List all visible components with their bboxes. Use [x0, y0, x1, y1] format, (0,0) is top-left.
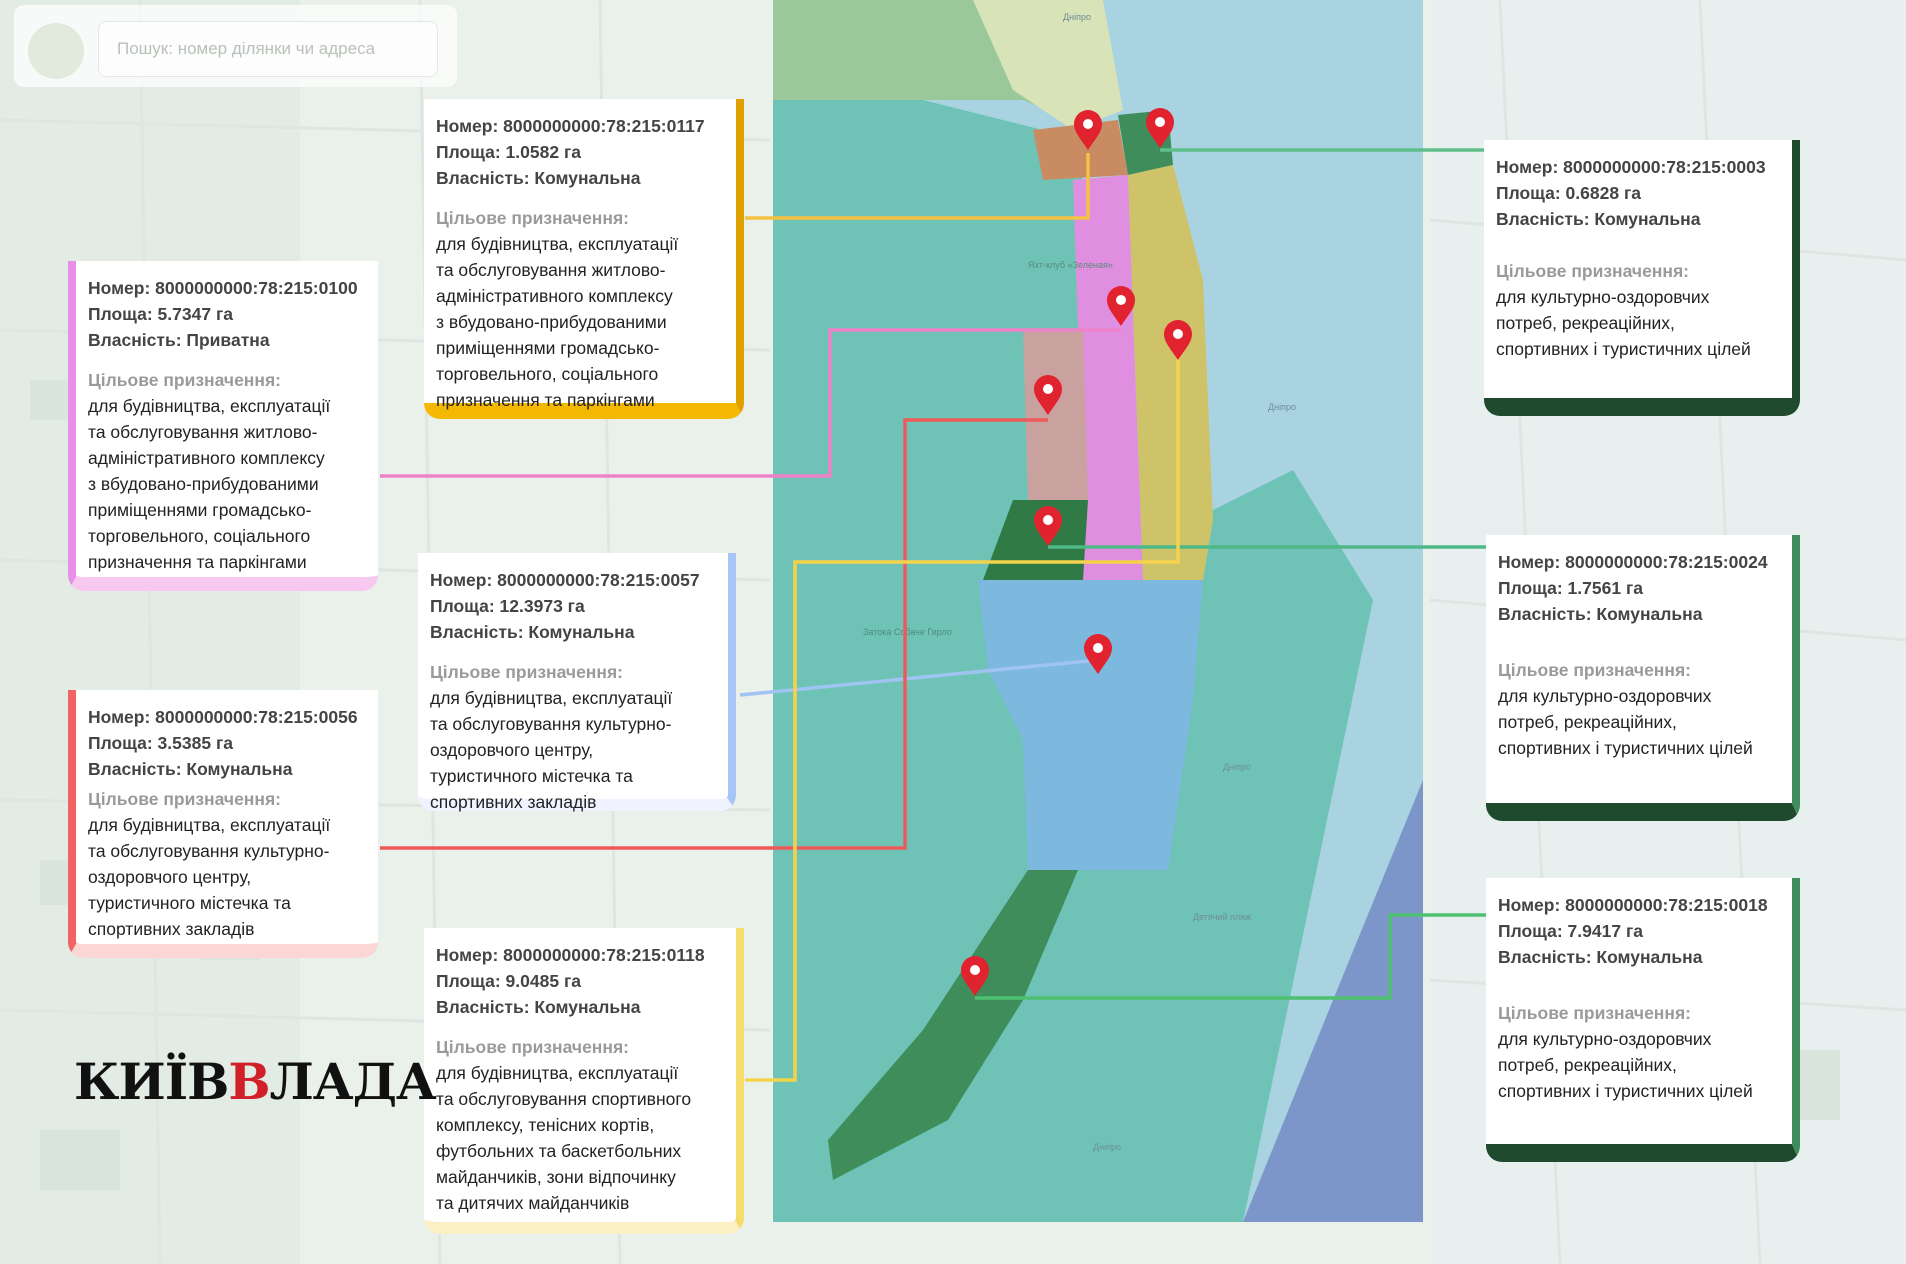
parcel-card-0024: Номер: 8000000000:78:215:0024 Площа: 1.7… — [1486, 535, 1800, 821]
parcel-ownership: Власність: Комунальна — [1498, 604, 1703, 624]
east-bank — [1243, 780, 1423, 1222]
search-input[interactable] — [98, 21, 438, 77]
parcel-number: Номер: 8000000000:78:215:0118 — [436, 945, 705, 965]
parcel-card-0118: Номер: 8000000000:78:215:0118 Площа: 9.0… — [424, 928, 744, 1234]
river-label-2: Дніпро — [1268, 402, 1296, 412]
parcel-ownership: Власність: Комунальна — [1498, 947, 1703, 967]
parcel-card-0100: Номер: 8000000000:78:215:0100 Площа: 5.7… — [68, 261, 378, 591]
app-logo-icon[interactable] — [28, 23, 84, 79]
parcel-purpose: для культурно-оздоровчих потреб, рекреац… — [1496, 287, 1751, 359]
parcel-0056-area — [1023, 330, 1088, 500]
parcel-card-0003: Номер: 8000000000:78:215:0003 Площа: 0.6… — [1484, 140, 1800, 416]
parcel-number: Номер: 8000000000:78:215:0003 — [1496, 157, 1766, 177]
parcel-purpose: для будівництва, експлуатації та обслуго… — [88, 815, 331, 939]
parcel-area: Площа: 3.5385 га — [88, 733, 233, 753]
parcel-purpose-title: Цільове призначення: — [1498, 660, 1691, 680]
logo-part3: ЛАДА — [269, 1052, 437, 1111]
parcel-number: Номер: 8000000000:78:215:0024 — [1498, 552, 1768, 572]
island-map: Яхт-клуб «Зеленая» Дніпро Дніпро Дніпро … — [773, 0, 1423, 1222]
river-label-3: Дніпро — [1223, 762, 1251, 772]
parcel-purpose: для будівництва, експлуатації та обслуго… — [436, 1063, 692, 1213]
parcel-number: Номер: 8000000000:78:215:0057 — [430, 570, 700, 590]
parcel-purpose-title: Цільове призначення: — [1496, 261, 1689, 281]
search-bar — [14, 5, 457, 87]
parcel-area: Площа: 9.0485 га — [436, 971, 581, 991]
parcel-purpose: для будівництва, експлуатації та обслуго… — [436, 234, 679, 410]
parcel-area: Площа: 0.6828 га — [1496, 183, 1641, 203]
parcel-ownership: Власність: Комунальна — [430, 622, 635, 642]
parcel-purpose: для культурно-оздоровчих потреб, рекреац… — [1498, 1029, 1753, 1101]
parcel-number: Номер: 8000000000:78:215:0100 — [88, 278, 358, 298]
sand-beach — [973, 0, 1123, 130]
river-label-4: Дніпро — [1093, 1142, 1121, 1152]
club-label: Яхт-клуб «Зеленая» — [1028, 260, 1113, 270]
parcel-purpose-title: Цільове призначення: — [436, 1037, 629, 1057]
parcel-card-0057: Номер: 8000000000:78:215:0057 Площа: 12.… — [418, 553, 736, 812]
parcel-area: Площа: 7.9417 га — [1498, 921, 1643, 941]
river-label-1: Дніпро — [1063, 12, 1091, 22]
parcel-purpose: для культурно-оздоровчих потреб, рекреац… — [1498, 686, 1753, 758]
logo-part2: В — [228, 1052, 270, 1111]
parcel-area: Площа: 1.0582 га — [436, 142, 581, 162]
parcel-number: Номер: 8000000000:78:215:0018 — [1498, 895, 1768, 915]
parcel-purpose: для будівництва, експлуатації та обслуго… — [430, 688, 673, 812]
beach-label: Детячий пляж — [1193, 912, 1251, 922]
parcel-purpose-title: Цільове призначення: — [436, 208, 629, 228]
parcel-0117-area — [1033, 120, 1128, 180]
parcel-purpose-title: Цільове призначення: — [430, 662, 623, 682]
parcel-purpose-title: Цільове призначення: — [88, 370, 281, 390]
parcel-card-0117: Номер: 8000000000:78:215:0117 Площа: 1.0… — [424, 99, 744, 419]
parcel-ownership: Власність: Приватна — [88, 330, 270, 350]
logo-part1: КИЇВ — [74, 1052, 229, 1111]
parcel-area: Площа: 12.3973 га — [430, 596, 585, 616]
lake-label: Затока Собаче Гирло — [863, 627, 952, 637]
kyivvlada-logo: КИЇВВЛАДА — [74, 1052, 437, 1111]
parcel-number: Номер: 8000000000:78:215:0117 — [436, 116, 705, 136]
parcel-number: Номер: 8000000000:78:215:0056 — [88, 707, 358, 727]
parcel-purpose-title: Цільове призначення: — [1498, 1003, 1691, 1023]
parcel-ownership: Власність: Комунальна — [436, 168, 641, 188]
parcel-purpose-title: Цільове призначення: — [88, 789, 281, 809]
parcel-ownership: Власність: Комунальна — [1496, 209, 1701, 229]
parcel-ownership: Власність: Комунальна — [88, 759, 293, 779]
parcel-purpose: для будівництва, експлуатації та обслуго… — [88, 396, 331, 572]
parcel-ownership: Власність: Комунальна — [436, 997, 641, 1017]
parcel-card-0018: Номер: 8000000000:78:215:0018 Площа: 7.9… — [1486, 878, 1800, 1162]
parcel-area: Площа: 1.7561 га — [1498, 578, 1643, 598]
parcel-card-0056: Номер: 8000000000:78:215:0056 Площа: 3.5… — [68, 690, 378, 958]
parcel-area: Площа: 5.7347 га — [88, 304, 233, 324]
